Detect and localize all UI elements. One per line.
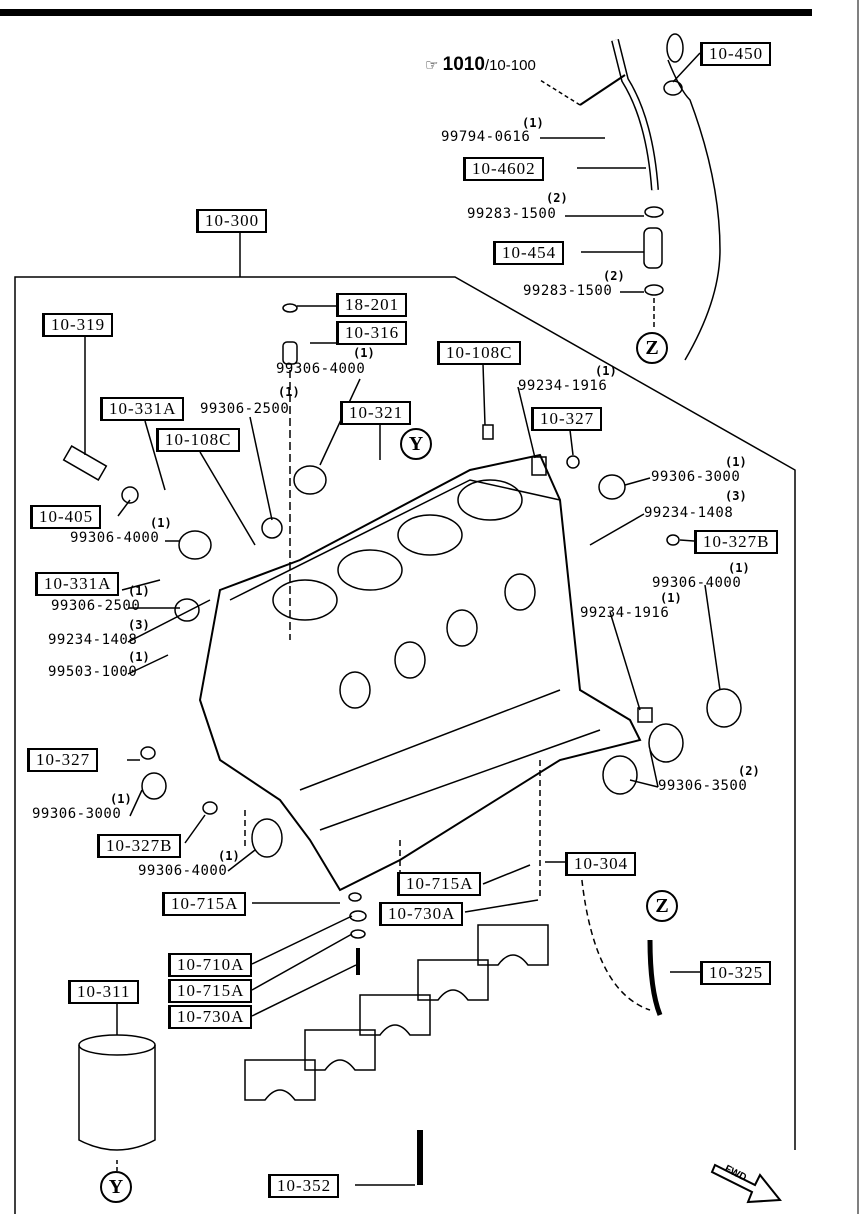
quantity: (1) [522,116,544,130]
part-label-10-327b[interactable]: 10-327B [694,530,778,554]
part-label-10-327b[interactable]: 10-327B [97,834,181,858]
quantity: (3) [725,489,747,503]
part-number[interactable]: 99234-1916 [518,378,608,394]
part-label-10-108c[interactable]: 10-108C [156,428,240,452]
part-number[interactable]: 99234-1408 [48,632,138,648]
oil-pressure-switch [62,445,108,481]
hose [643,227,663,269]
connector-marker-z: Z [636,332,668,364]
quantity: (1) [110,792,132,806]
part-label-10-327[interactable]: 10-327 [27,748,99,772]
oil-pipe [647,939,663,1016]
part-label-10-715a[interactable]: 10-715A [397,872,482,896]
quantity: (1) [218,849,240,863]
quantity: (1) [725,455,747,469]
quantity: (1) [150,516,172,530]
quantity: (3) [128,618,150,632]
part-label-10-715a[interactable]: 10-715A [162,892,247,916]
part-label-10-311[interactable]: 10-311 [68,980,139,1004]
quantity: (2) [738,764,760,778]
part-label-10-321[interactable]: 10-321 [340,401,412,425]
reference-note[interactable]: ☞ 1010/10-100 [425,54,536,75]
part-label-10-304[interactable]: 10-304 [565,852,637,876]
part-label-18-201[interactable]: 18-201 [336,293,408,317]
part-number[interactable]: 99794-0616 [441,129,531,145]
main-bearing-caps [244,924,549,1101]
part-number[interactable]: 99283-1500 [523,283,613,299]
top-bar [0,9,812,16]
quantity: (1) [353,346,375,360]
fwd-arrow-icon [710,1163,782,1204]
dipstick-grommet [663,80,683,96]
part-label-10-331a[interactable]: 10-331A [35,572,120,596]
bore-2 [337,549,403,591]
part-label-10-710a[interactable]: 10-710A [168,953,253,977]
part-label-10-325[interactable]: 10-325 [700,961,772,985]
part-label-10-4602[interactable]: 10-4602 [463,157,544,181]
part-label-10-405[interactable]: 10-405 [30,505,102,529]
part-number[interactable]: 99306-3000 [651,469,741,485]
quantity: (1) [128,584,150,598]
quantity: (2) [546,191,568,205]
cylinder-block [198,453,642,892]
part-number[interactable]: 99306-4000 [138,863,228,879]
quantity: (1) [660,591,682,605]
part-number[interactable]: 99283-1500 [467,206,557,222]
connector-marker-y: Y [100,1171,132,1203]
part-label-10-327[interactable]: 10-327 [531,407,603,431]
part-number[interactable]: 99306-3500 [658,778,748,794]
connector-marker-y: Y [400,428,432,460]
part-label-10-715a[interactable]: 10-715A [168,979,253,1003]
part-label-10-352[interactable]: 10-352 [268,1174,340,1198]
part-number[interactable]: 99306-2500 [200,401,290,417]
dipstick [667,59,721,361]
part-number[interactable]: 99234-1916 [580,605,670,621]
part-number[interactable]: 99503-1000 [48,664,138,680]
part-label-10-108c[interactable]: 10-108C [437,341,521,365]
part-number[interactable]: 99306-4000 [70,530,160,546]
part-number[interactable]: 99306-2500 [51,598,141,614]
part-number[interactable]: 99306-3000 [32,806,122,822]
pointing-hand-icon: ☞ [425,57,443,74]
quantity: (1) [128,650,150,664]
part-label-10-730a[interactable]: 10-730A [168,1005,253,1029]
connector-marker-z: Z [646,890,678,922]
part-number[interactable]: 99234-1408 [644,505,734,521]
quantity: (1) [278,385,300,399]
cylinder-liner [78,1034,156,1056]
bore-1 [272,579,338,621]
part-label-10-454[interactable]: 10-454 [493,241,565,265]
part-label-10-450[interactable]: 10-450 [700,42,772,66]
part-number[interactable]: 99306-4000 [276,361,366,377]
quantity: (1) [728,561,750,575]
part-number[interactable]: 99306-4000 [652,575,742,591]
part-label-10-319[interactable]: 10-319 [42,313,114,337]
part-label-10-331a[interactable]: 10-331A [100,397,185,421]
bore-4 [457,479,523,521]
part-label-10-730a[interactable]: 10-730A [379,902,464,926]
part-label-10-300[interactable]: 10-300 [196,209,268,233]
quantity: (1) [595,364,617,378]
bore-3 [397,514,463,556]
part-label-10-316[interactable]: 10-316 [336,321,408,345]
quantity: (2) [603,269,625,283]
assembly-frame [14,276,796,1214]
